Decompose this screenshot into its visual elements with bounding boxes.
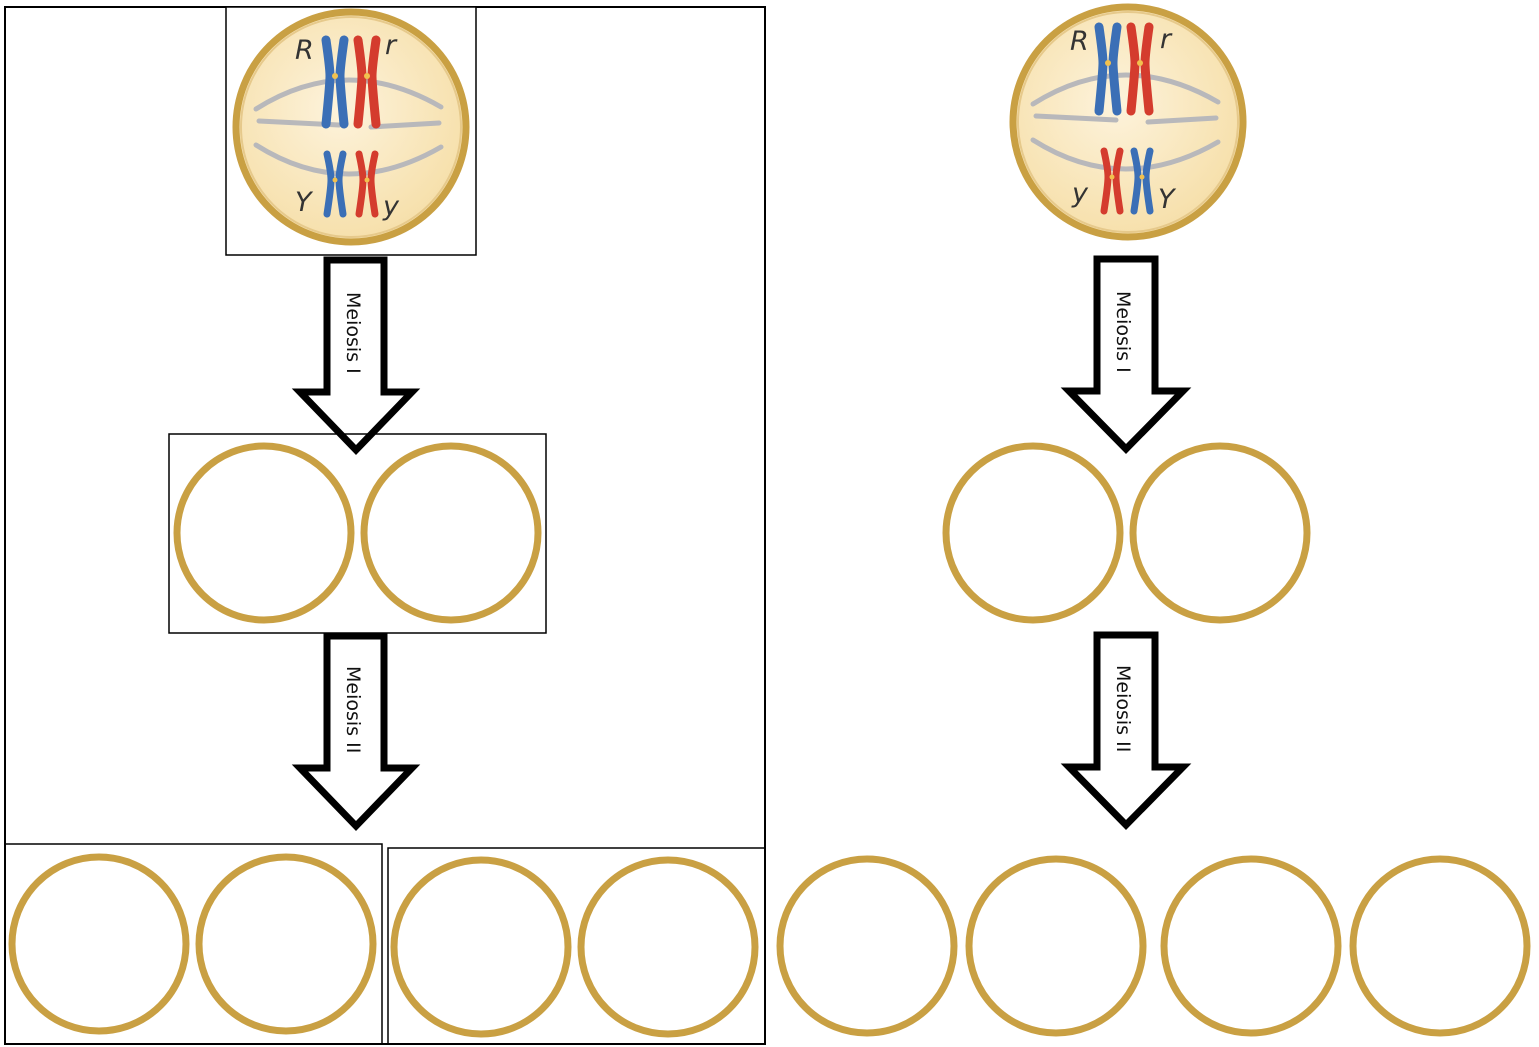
sister-chromatid [323, 150, 335, 218]
sister-chromatid [355, 150, 367, 218]
left-gametes [8, 853, 759, 1038]
sister-chromatid [1112, 147, 1124, 215]
chromosome-paternal-large [1126, 22, 1154, 116]
sister-chromatid [1140, 22, 1154, 116]
gamete-cell [8, 853, 190, 1035]
daughter-cell [1129, 442, 1311, 624]
meiosis-ii-label: Meiosis II [342, 666, 364, 753]
centromere [1139, 174, 1145, 180]
right-daughter-cells-i [942, 442, 1311, 624]
meiosis-i-arrow: Meiosis I [291, 256, 421, 456]
spindle-fiber [253, 77, 444, 112]
sister-chromatid [335, 150, 347, 218]
allele-label: R [295, 35, 314, 66]
sister-chromatid [335, 35, 349, 129]
allele-label: r [385, 30, 398, 61]
sister-chromatid [1126, 22, 1140, 116]
centromere [1137, 60, 1143, 66]
arrow-shape [291, 632, 421, 832]
centromere [1109, 174, 1115, 180]
right-parent-cell: R r y Y [1009, 3, 1247, 241]
arrow-shape [1060, 255, 1192, 454]
chromosome-paternal-small [355, 150, 379, 218]
meiosis-i-label: Meiosis I [342, 292, 364, 374]
meiosis-ii-arrow: Meiosis II [1060, 631, 1192, 830]
gamete-cell [1160, 855, 1342, 1037]
centromere [332, 73, 338, 79]
sister-chromatid [321, 35, 335, 129]
spindle-fiber [1030, 72, 1221, 107]
sister-chromatid [367, 35, 381, 129]
left-meiosis-ii-frame-b [387, 847, 766, 1045]
gamete-cell [1349, 855, 1531, 1037]
gamete-cell [776, 855, 958, 1037]
daughter-cell [360, 442, 542, 624]
left-panel: R r Y y Meiosis I Meiosis II [4, 6, 766, 1045]
spindle-fiber [253, 142, 444, 177]
chromosome-maternal-large [321, 35, 349, 129]
meiosis-i-label: Meiosis I [1112, 291, 1134, 373]
allele-label: y [1071, 178, 1089, 209]
sister-chromatid [1108, 22, 1122, 116]
arrow-shape [291, 256, 421, 456]
left-parent-cell: R r Y y [232, 8, 470, 246]
sister-chromatid [367, 150, 379, 218]
gamete-cell [577, 856, 759, 1038]
allele-label: Y [295, 187, 314, 218]
allele-label: R [1070, 26, 1089, 57]
allele-label: r [1160, 24, 1173, 55]
cell-membrane-inner [1017, 11, 1239, 233]
meiosis-ii-label: Meiosis II [1112, 665, 1134, 752]
centromere [364, 177, 370, 183]
cell-membrane [1009, 3, 1247, 241]
left-meiosis-ii-frame-a [4, 843, 383, 1045]
sister-chromatid [1094, 22, 1108, 116]
chromosome-maternal-small [323, 150, 347, 218]
gamete-cell [390, 856, 572, 1038]
daughter-cell [942, 442, 1124, 624]
metaphase-plate-left [1033, 113, 1119, 123]
metaphase-plate-right [368, 120, 442, 130]
centromere [1105, 60, 1111, 66]
metaphase-plate-right [1145, 115, 1219, 125]
cell-membrane-inner [240, 16, 462, 238]
right-panel: R r y Y Meiosis I Meiosis II [776, 3, 1531, 1037]
chromosome-maternal-small [1130, 147, 1154, 215]
centromere [364, 73, 370, 79]
arrow-shape [1060, 631, 1192, 830]
daughter-cell [173, 442, 355, 624]
sister-chromatid [1142, 147, 1154, 215]
allele-label: y [382, 191, 400, 222]
sister-chromatid [353, 35, 367, 129]
gamete-cell [965, 855, 1147, 1037]
right-gametes [776, 855, 1531, 1037]
allele-label: Y [1158, 184, 1177, 215]
centromere [332, 177, 338, 183]
spindle-fiber [1030, 137, 1221, 172]
left-daughter-cells-i [173, 442, 542, 624]
meiosis-ii-arrow: Meiosis II [291, 632, 421, 832]
meiosis-i-arrow: Meiosis I [1060, 255, 1192, 454]
cell-membrane [232, 8, 470, 246]
sister-chromatid [1130, 147, 1142, 215]
gamete-cell [195, 853, 377, 1035]
chromosome-paternal-small [1100, 147, 1124, 215]
sister-chromatid [1100, 147, 1112, 215]
chromosome-paternal-large [353, 35, 381, 129]
chromosome-maternal-large [1094, 22, 1122, 116]
